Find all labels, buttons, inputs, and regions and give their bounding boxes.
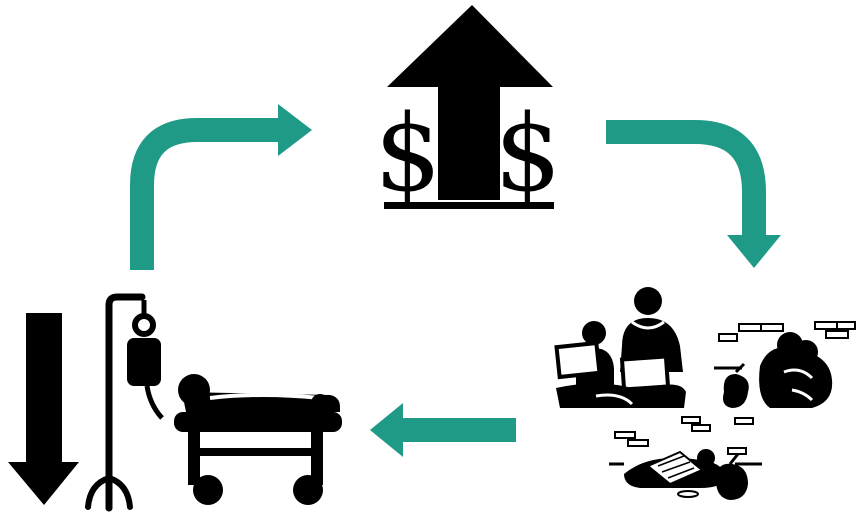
dollar-sign-right: $ <box>494 92 561 215</box>
rising-dollar-arrow-icon: $ $ <box>374 5 561 215</box>
dollar-sign-left: $ <box>374 92 441 215</box>
curved-arrow-up-right-icon <box>142 104 312 270</box>
arrow-left-icon <box>370 403 516 457</box>
homeless-people-icon <box>556 287 855 500</box>
curved-arrow-right-down-icon <box>606 132 781 268</box>
lying-person <box>609 449 762 500</box>
hospital-bed-patient-icon <box>88 297 342 508</box>
crouching-person <box>714 332 832 408</box>
people-with-signs <box>556 287 686 408</box>
declining-arrow-icon <box>8 313 79 505</box>
